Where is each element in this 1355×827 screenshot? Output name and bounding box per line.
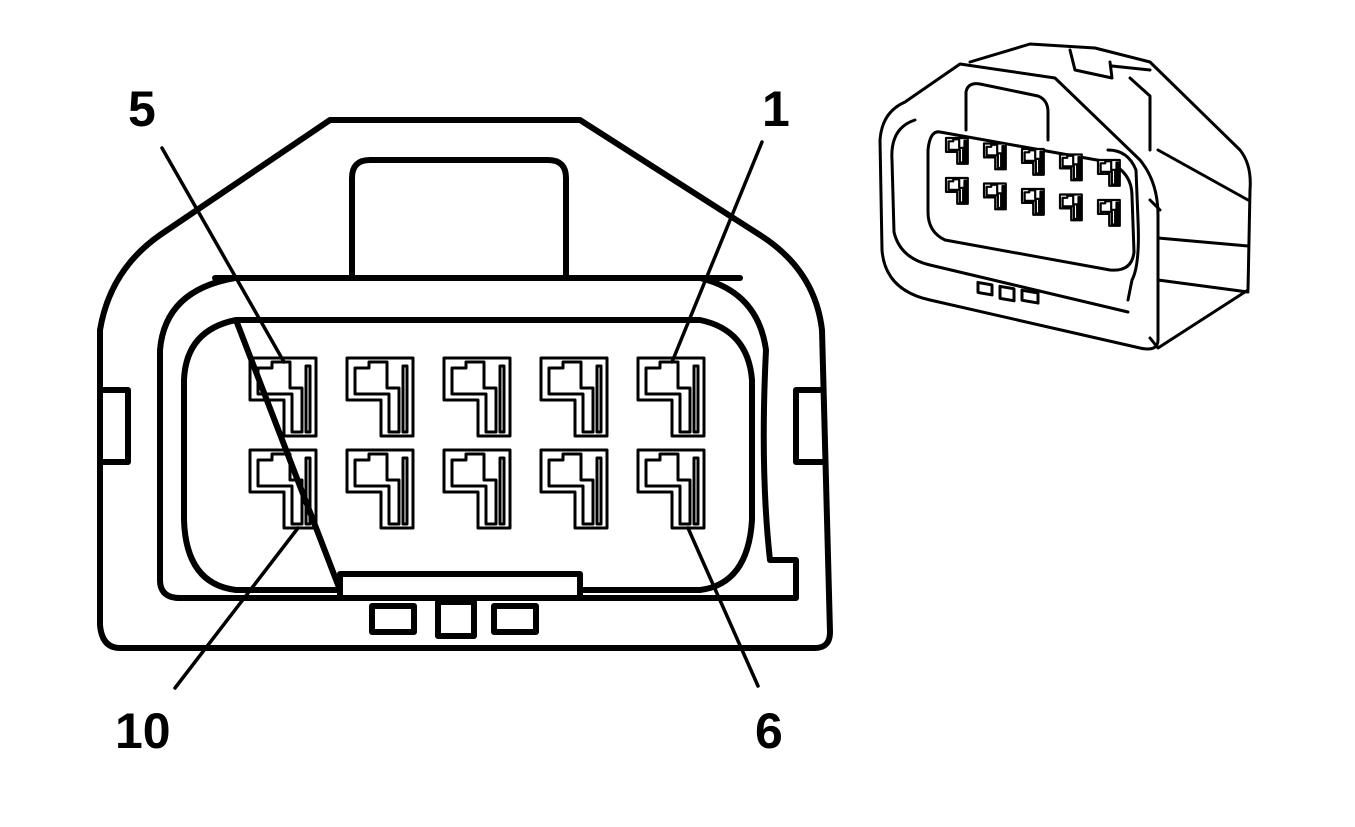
- terminal-cavity-pin-1: [636, 356, 706, 438]
- terminal-cavity-pin-9: [345, 448, 415, 530]
- locking-tab: [349, 157, 569, 281]
- iso-terminal-cavity-pin-8: [1020, 187, 1045, 216]
- callout-pin-5: 5: [128, 81, 156, 137]
- terminal-cavity-pin-8: [442, 448, 512, 530]
- callout-leader-1: [670, 140, 764, 364]
- bottom-window-left: [369, 603, 417, 635]
- iso-rear-body: [968, 42, 1252, 350]
- iso-terminal-cavity-pin-10: [944, 176, 969, 205]
- iso-bottom-window-center: [998, 284, 1016, 303]
- callout-pin-10: 10: [115, 703, 171, 759]
- connector-isometric-view: [878, 42, 1252, 351]
- terminal-cavities: [248, 356, 706, 530]
- left-key-slot: [97, 387, 131, 465]
- inner-shroud-outer: [157, 275, 799, 601]
- iso-inner-shroud: [890, 118, 1140, 314]
- terminal-cavity-pin-3: [442, 356, 512, 438]
- terminal-cavity-pin-5: [248, 356, 318, 438]
- iso-terminal-cavity-pin-7: [1058, 193, 1083, 222]
- iso-terminal-cavities: [944, 136, 1121, 227]
- iso-terminal-cavity-pin-4: [982, 142, 1007, 171]
- iso-bottom-window-right: [1020, 288, 1040, 305]
- pin-cavity-boundary: [181, 317, 755, 593]
- bottom-window-center: [435, 599, 477, 639]
- bottom-lock-bar: [337, 571, 583, 601]
- callout-leader-5: [160, 146, 286, 364]
- connector-housing-outline: [97, 117, 833, 651]
- callout-pin-6: 6: [755, 703, 783, 759]
- connector-front-view: 5 1 10 6: [97, 81, 833, 759]
- callout-leader-10: [173, 526, 300, 690]
- iso-terminal-cavity-pin-1: [1096, 158, 1121, 187]
- iso-locking-tab: [964, 82, 1050, 142]
- iso-terminal-cavity-pin-2: [1058, 153, 1083, 182]
- iso-bottom-window-left: [976, 280, 994, 297]
- iso-rear-details: [1068, 48, 1250, 294]
- right-key-slot: [793, 387, 825, 465]
- iso-terminal-cavity-pin-5: [944, 136, 969, 165]
- callout-leader-6: [686, 526, 760, 688]
- iso-pin-cavity: [926, 130, 1136, 272]
- terminal-cavity-pin-2: [539, 356, 609, 438]
- bottom-window-right: [491, 603, 539, 635]
- iso-terminal-cavity-pin-6: [1096, 198, 1121, 227]
- terminal-cavity-pin-4: [345, 356, 415, 438]
- iso-terminal-cavity-pin-9: [982, 182, 1007, 211]
- iso-front-face: [878, 62, 1160, 351]
- terminal-cavity-pin-6: [636, 448, 706, 530]
- iso-terminal-cavity-pin-3: [1020, 147, 1045, 176]
- terminal-cavity-pin-7: [539, 448, 609, 530]
- callout-pin-1: 1: [762, 81, 790, 137]
- terminal-cavity-pin-10: [248, 448, 318, 530]
